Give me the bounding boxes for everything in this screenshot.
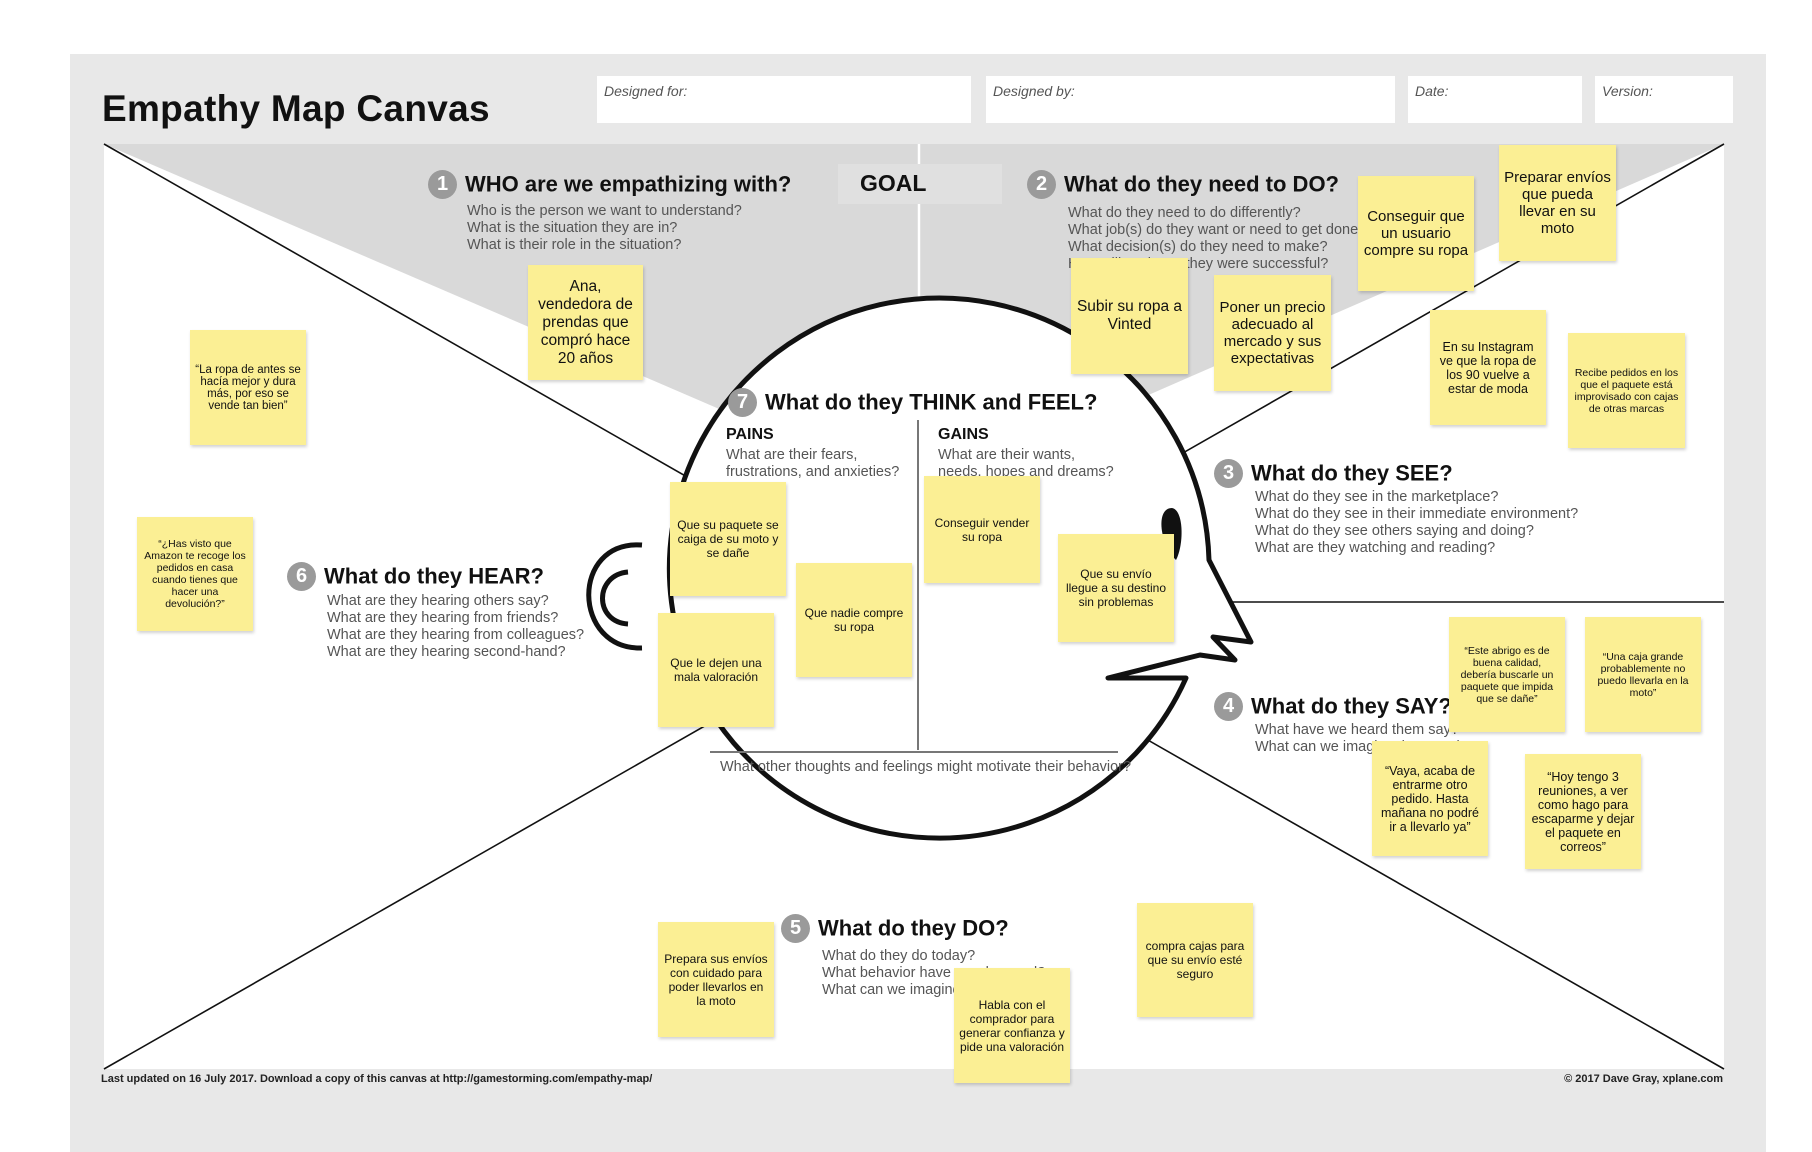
sticky-note-do[interactable]: compra cajas para que su envío esté segu…	[1137, 903, 1253, 1017]
date-field[interactable]: Date:	[1408, 76, 1582, 123]
see-questions: What do they see in the marketplace? Wha…	[1255, 489, 1578, 557]
version-label: Version:	[1602, 83, 1653, 99]
sticky-note-need-do[interactable]: Poner un precio adecuado al mercado y su…	[1214, 275, 1331, 391]
see-question: What do they see in their immediate envi…	[1255, 506, 1579, 522]
say-question: What have we heard them say?	[1255, 722, 1459, 738]
sticky-note-need-do[interactable]: Subir su ropa a Vinted	[1071, 258, 1188, 374]
think-heading: 7 What do they THINK and FEEL?	[728, 388, 1097, 417]
hear-heading: 6 What do they HEAR?	[287, 562, 544, 591]
ear-inner	[600, 569, 629, 627]
sticky-note-pain[interactable]: Que nadie compre su ropa	[796, 563, 912, 677]
goal-label: GOAL	[860, 170, 927, 196]
sticky-note-gain[interactable]: Que su envío llegue a su destino sin pro…	[1058, 534, 1174, 642]
sticky-note-do[interactable]: Habla con el comprador para generar conf…	[954, 968, 1070, 1083]
need-do-number: 2	[1027, 170, 1056, 199]
pains-question: frustrations, and anxieties?	[726, 464, 900, 480]
need-do-question: What job(s) do they want or need to get …	[1068, 222, 1367, 238]
hear-question: What are they hearing others say?	[327, 593, 549, 609]
sticky-note-see[interactable]: Recibe pedidos en los que el paquete est…	[1568, 333, 1685, 448]
who-title: WHO are we empathizing with?	[465, 171, 792, 197]
hear-question: What are they hearing from colleagues?	[327, 627, 585, 643]
goal-box	[838, 164, 1002, 204]
do-question: What do they do today?	[822, 948, 976, 964]
designed-by-label: Designed by:	[993, 83, 1075, 99]
hear-questions: What are they hearing others say? What a…	[327, 593, 584, 661]
sticky-note-gain[interactable]: Conseguir vender su ropa	[924, 476, 1040, 583]
sticky-note-do[interactable]: Prepara sus envíos con cuidado para pode…	[658, 922, 774, 1037]
sticky-note-need-do[interactable]: Conseguir que un usuario compre su ropa	[1358, 176, 1474, 291]
designed-for-label: Designed for:	[604, 83, 688, 99]
ear-outline	[586, 542, 643, 651]
hear-question: What are they hearing second-hand?	[327, 644, 566, 660]
say-title: What do they SAY?	[1251, 693, 1452, 719]
who-question: Who is the person we want to understand?	[467, 203, 742, 219]
gains-question: What are their wants,	[938, 447, 1075, 463]
gains-label: GAINS	[938, 426, 989, 443]
see-title: What do they SEE?	[1251, 460, 1453, 486]
sticky-note-hear[interactable]: “La ropa de antes se hacía mejor y dura …	[190, 330, 306, 445]
sticky-note-need-do[interactable]: Preparar envíos que pueda llevar en su m…	[1499, 145, 1616, 261]
designed-by-field[interactable]: Designed by:	[986, 76, 1395, 123]
think-number: 7	[728, 388, 757, 417]
hear-title: What do they HEAR?	[324, 563, 544, 589]
date-label: Date:	[1415, 83, 1449, 99]
see-question: What are they watching and reading?	[1255, 540, 1496, 556]
pains-question: What are their fears,	[726, 447, 858, 463]
see-question: What do they see in the marketplace?	[1255, 489, 1499, 505]
need-do-questions: What do they need to do differently? Wha…	[1068, 205, 1366, 273]
designed-for-field[interactable]: Designed for:	[597, 76, 971, 123]
need-do-question: What decision(s) do they need to make?	[1068, 239, 1328, 255]
sticky-note-hear[interactable]: “¿Has visto que Amazon te recoge los ped…	[137, 517, 253, 631]
hear-number: 6	[287, 562, 316, 591]
think-title: What do they THINK and FEEL?	[765, 389, 1098, 415]
sticky-note-say[interactable]: “Hoy tengo 3 reuniones, a ver como hago …	[1525, 754, 1641, 869]
sticky-note-see[interactable]: En su Instagram ve que la ropa de los 90…	[1430, 310, 1546, 425]
hear-question: What are they hearing from friends?	[327, 610, 559, 626]
see-question: What do they see others saying and doing…	[1255, 523, 1534, 539]
footer-left: Last updated on 16 July 2017. Download a…	[101, 1073, 653, 1085]
need-do-title: What do they need to DO?	[1064, 171, 1339, 197]
sticky-note-say[interactable]: “Vaya, acaba de entrarme otro pedido. Ha…	[1372, 741, 1488, 856]
who-question: What is their role in the situation?	[467, 237, 682, 253]
page-title: Empathy Map Canvas	[102, 88, 490, 129]
say-heading: 4 What do they SAY?	[1214, 692, 1452, 721]
pains-questions: What are their fears, frustrations, and …	[726, 447, 899, 481]
do-heading: 5 What do they DO?	[781, 914, 1009, 943]
say-number: 4	[1214, 692, 1243, 721]
sticky-note-pain[interactable]: Que su paquete se caiga de su moto y se …	[670, 482, 786, 596]
sticky-note-say[interactable]: “Este abrigo es de buena calidad, deberí…	[1449, 617, 1565, 732]
version-field[interactable]: Version:	[1595, 76, 1733, 123]
who-questions: Who is the person we want to understand?…	[467, 203, 742, 254]
see-heading: 3 What do they SEE?	[1214, 459, 1453, 488]
do-title: What do they DO?	[818, 915, 1009, 941]
sticky-note-who[interactable]: Ana, vendedora de prendas que compró hac…	[528, 265, 643, 380]
who-number: 1	[428, 170, 457, 199]
need-do-heading: 2 What do they need to DO?	[1027, 170, 1339, 199]
who-question: What is the situation they are in?	[467, 220, 678, 236]
need-do-question: What do they need to do differently?	[1068, 205, 1301, 221]
pains-label: PAINS	[726, 426, 774, 443]
who-heading: 1 WHO are we empathizing with?	[428, 170, 791, 199]
sticky-note-say[interactable]: “Una caja grande probablemente no puedo …	[1585, 617, 1701, 732]
footer-right: © 2017 Dave Gray, xplane.com	[1564, 1073, 1723, 1085]
sticky-note-pain[interactable]: Que le dejen una mala valoración	[658, 613, 774, 727]
see-number: 3	[1214, 459, 1243, 488]
do-number: 5	[781, 914, 810, 943]
think-other-question: What other thoughts and feelings might m…	[720, 759, 1132, 775]
